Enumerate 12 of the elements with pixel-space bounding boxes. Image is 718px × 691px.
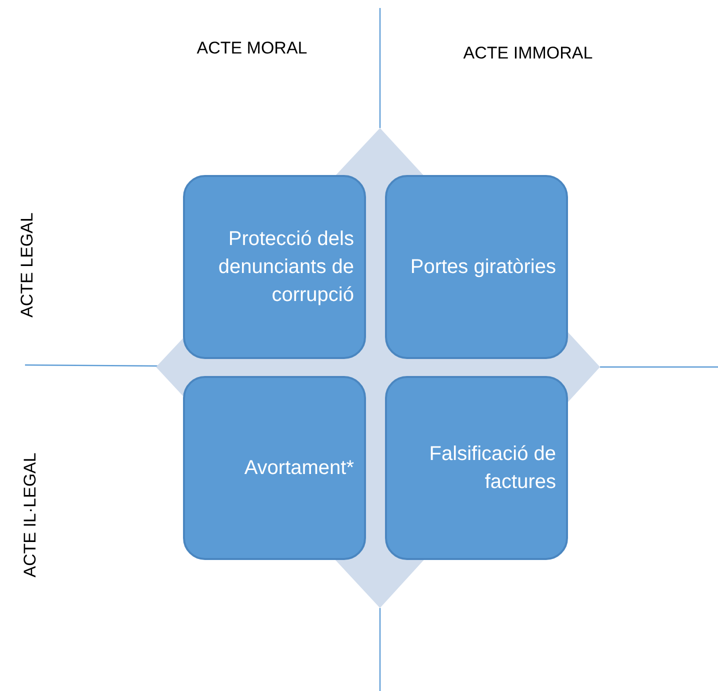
axis-label: ACTE IMMORAL (463, 42, 593, 64)
axis-label: ACTE IL·LEGAL (19, 452, 40, 578)
axis-label: ACTE MORAL (196, 37, 308, 60)
quadrant-box (183, 175, 366, 359)
box-text: Protecció dels denunciants de corrupció (217, 227, 354, 308)
quadrant-box (385, 376, 568, 560)
box-text: Falsificació de factures (428, 442, 556, 495)
box-text: Avortament* (244, 456, 354, 481)
axis-label: ACTE LEGAL (16, 212, 38, 318)
box-text: Portes giratòries (410, 255, 556, 280)
quadrant-box (385, 175, 568, 359)
quadrant-box (183, 376, 366, 560)
